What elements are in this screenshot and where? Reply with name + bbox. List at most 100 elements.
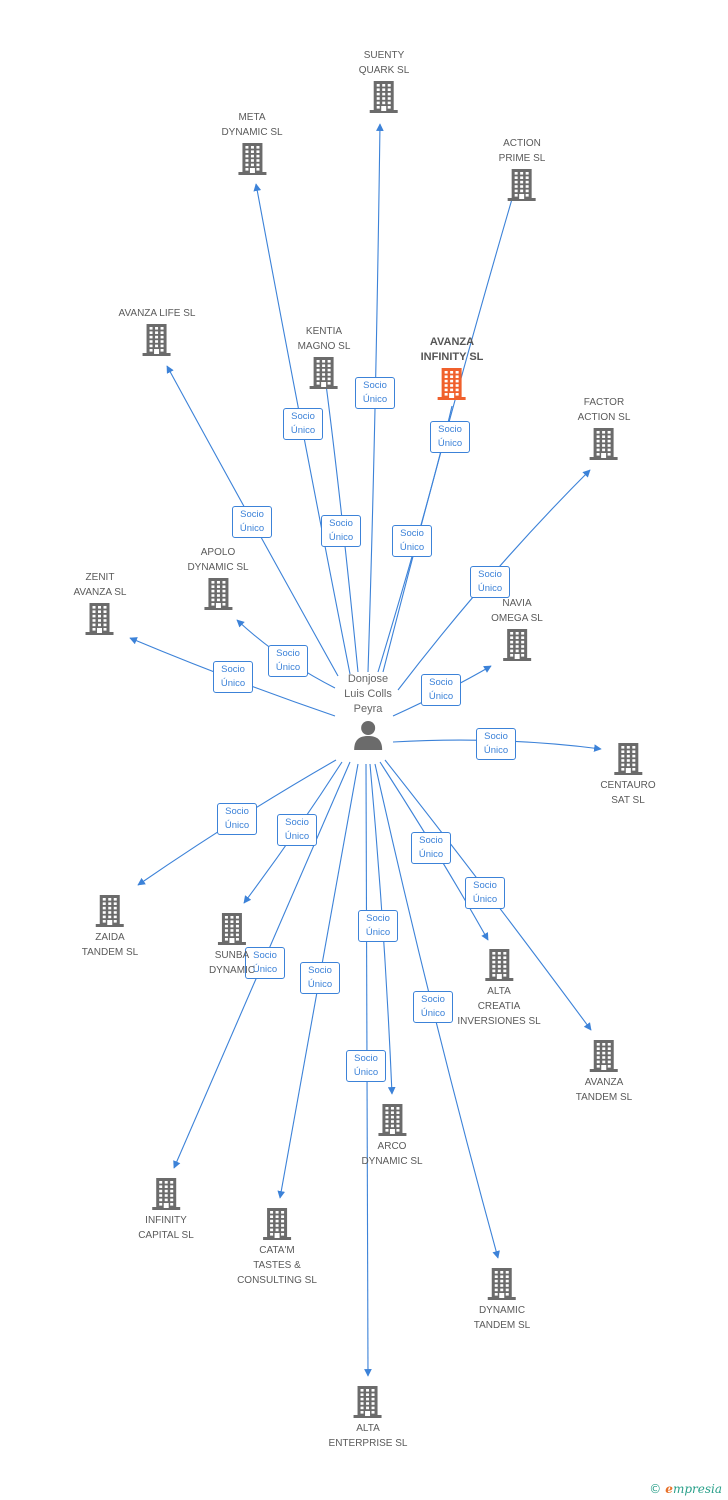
building-icon: [503, 629, 531, 661]
company-label-line: QUARK SL: [358, 65, 410, 76]
building-icon: [204, 578, 232, 610]
company-label-line: FACTOR: [583, 397, 625, 408]
building-icon: [238, 143, 266, 175]
edge-label-text: Socio: [221, 664, 245, 675]
company-label-line: DYNAMIC SL: [187, 562, 249, 573]
edge-label-text: Único: [365, 927, 391, 938]
edge-label-text: Único: [472, 894, 498, 905]
edge-label-text: Único: [307, 979, 333, 990]
edge-label-text: Único: [477, 583, 503, 594]
edge-label-text: Socio: [400, 528, 424, 539]
company-label-line: AVANZA: [584, 1077, 624, 1088]
building-icon: [263, 1208, 291, 1240]
brand-logo-text: mpresia: [672, 1482, 722, 1496]
building-icon: [309, 357, 338, 389]
edge-label-text: Socio: [484, 731, 508, 742]
edge-label-text: Único: [328, 532, 354, 543]
edge-label-text: Socio: [438, 424, 462, 435]
edge-label-text: Socio: [308, 965, 332, 976]
edge-label-text: Socio: [291, 411, 315, 422]
empresia-credit[interactable]: ©empresia: [649, 1482, 722, 1496]
company-label-line: INFINITY: [145, 1215, 187, 1226]
building-icon: [151, 1178, 180, 1210]
company-label-line: SUNBA: [214, 950, 250, 961]
company-node-sunba-dynamic[interactable]: SUNBA DYNAMIC: [209, 910, 255, 978]
edge-label-text: Único: [224, 820, 250, 831]
edge-label-text: Socio: [429, 677, 453, 688]
building-icon: [218, 913, 246, 945]
person-name-line-1: Donjose: [347, 673, 389, 685]
company-label-line: ALTA: [487, 986, 511, 997]
building-icon: [378, 1104, 406, 1136]
company-node-avanza-life[interactable]: AVANZA LIFE SL: [119, 306, 195, 359]
edge-label-text: Único: [428, 691, 454, 702]
company-label-line: CENTAURO: [600, 780, 656, 791]
person-name-line-2: Luis Colls: [344, 688, 392, 700]
person-node[interactable]: Donjose Luis Colls Peyra: [344, 672, 392, 750]
edge-label-text: Socio: [329, 518, 353, 529]
company-label-line: INFINITY SL: [420, 351, 484, 363]
company-label-line: ACTION SL: [577, 412, 631, 423]
company-label-line: DYNAMIC SL: [361, 1156, 423, 1167]
company-label-line: PRIME SL: [498, 153, 546, 164]
edge-label-text: Único: [220, 678, 246, 689]
company-node-factor-action[interactable]: FACTOR ACTION SL: [577, 395, 631, 463]
edge-label-text: Único: [290, 425, 316, 436]
building-icon: [488, 1268, 516, 1300]
company-label-line: MAGNO SL: [297, 341, 351, 352]
company-label-line: ZAIDA: [95, 932, 125, 943]
company-label-line: DYNAMIC: [208, 965, 256, 976]
company-label-line: ZENIT: [85, 572, 115, 583]
edge-to-action-prime: [382, 181, 519, 673]
company-label-line: OMEGA SL: [491, 613, 543, 624]
company-node-action-prime[interactable]: ACTION PRIME SL: [498, 136, 546, 204]
edge-label-text: Socio: [285, 817, 309, 828]
building-icon: [369, 81, 398, 113]
company-label-line: ARCO: [377, 1141, 407, 1152]
building-icon: [438, 368, 466, 400]
company-label-line: ACTION: [503, 138, 541, 149]
company-node-arco-dynamic[interactable]: ARCO DYNAMIC SL: [361, 1101, 423, 1169]
company-label-line: ALTA: [356, 1423, 380, 1434]
edge-label-text: Socio: [253, 950, 277, 961]
edge-label-text: Socio: [478, 569, 502, 580]
building-icon: [353, 1386, 382, 1418]
edge-label-text: Único: [483, 745, 509, 756]
